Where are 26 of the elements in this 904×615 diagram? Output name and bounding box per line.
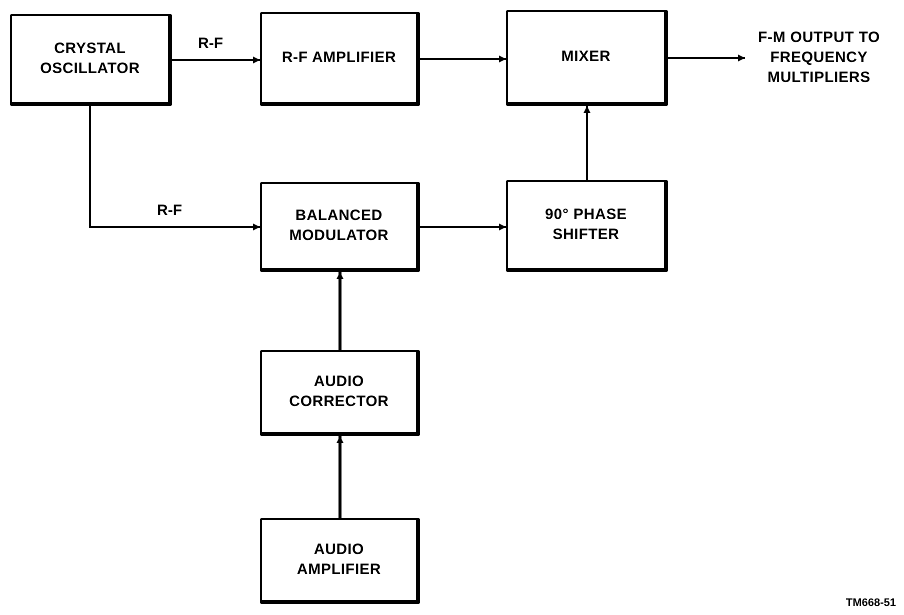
block-box	[506, 10, 668, 106]
block-text: R-F AMPLIFIER	[280, 48, 398, 68]
block-text: 90° PHASE SHIFTER	[544, 204, 628, 245]
block-box	[506, 180, 668, 272]
block-text: AUDIO AMPLIFIER	[296, 540, 382, 580]
block-box	[260, 518, 420, 604]
arrow	[420, 224, 506, 230]
block-text: F-M OUTPUT TO FREQUENCY MULTIPLIERS	[756, 28, 882, 88]
arrow	[336, 272, 344, 350]
block-text: AUDIO CORRECTOR	[288, 372, 390, 412]
arrow	[420, 56, 506, 62]
block-box	[10, 14, 172, 106]
block-text: MIXER	[560, 46, 612, 67]
figure-number: TM668-51	[846, 596, 896, 610]
arrow	[668, 54, 745, 62]
edge-label: R-F	[196, 36, 225, 51]
edge-label: R-F	[155, 203, 184, 218]
arrow	[89, 106, 260, 230]
block-text: BALANCED MODULATOR	[288, 206, 390, 246]
block-box	[260, 182, 420, 272]
arrow	[336, 436, 344, 518]
arrow	[584, 106, 590, 180]
block-text: CRYSTAL OSCILLATOR	[39, 38, 141, 79]
block-box	[260, 350, 420, 436]
block-box	[260, 12, 420, 106]
arrow	[172, 56, 260, 64]
